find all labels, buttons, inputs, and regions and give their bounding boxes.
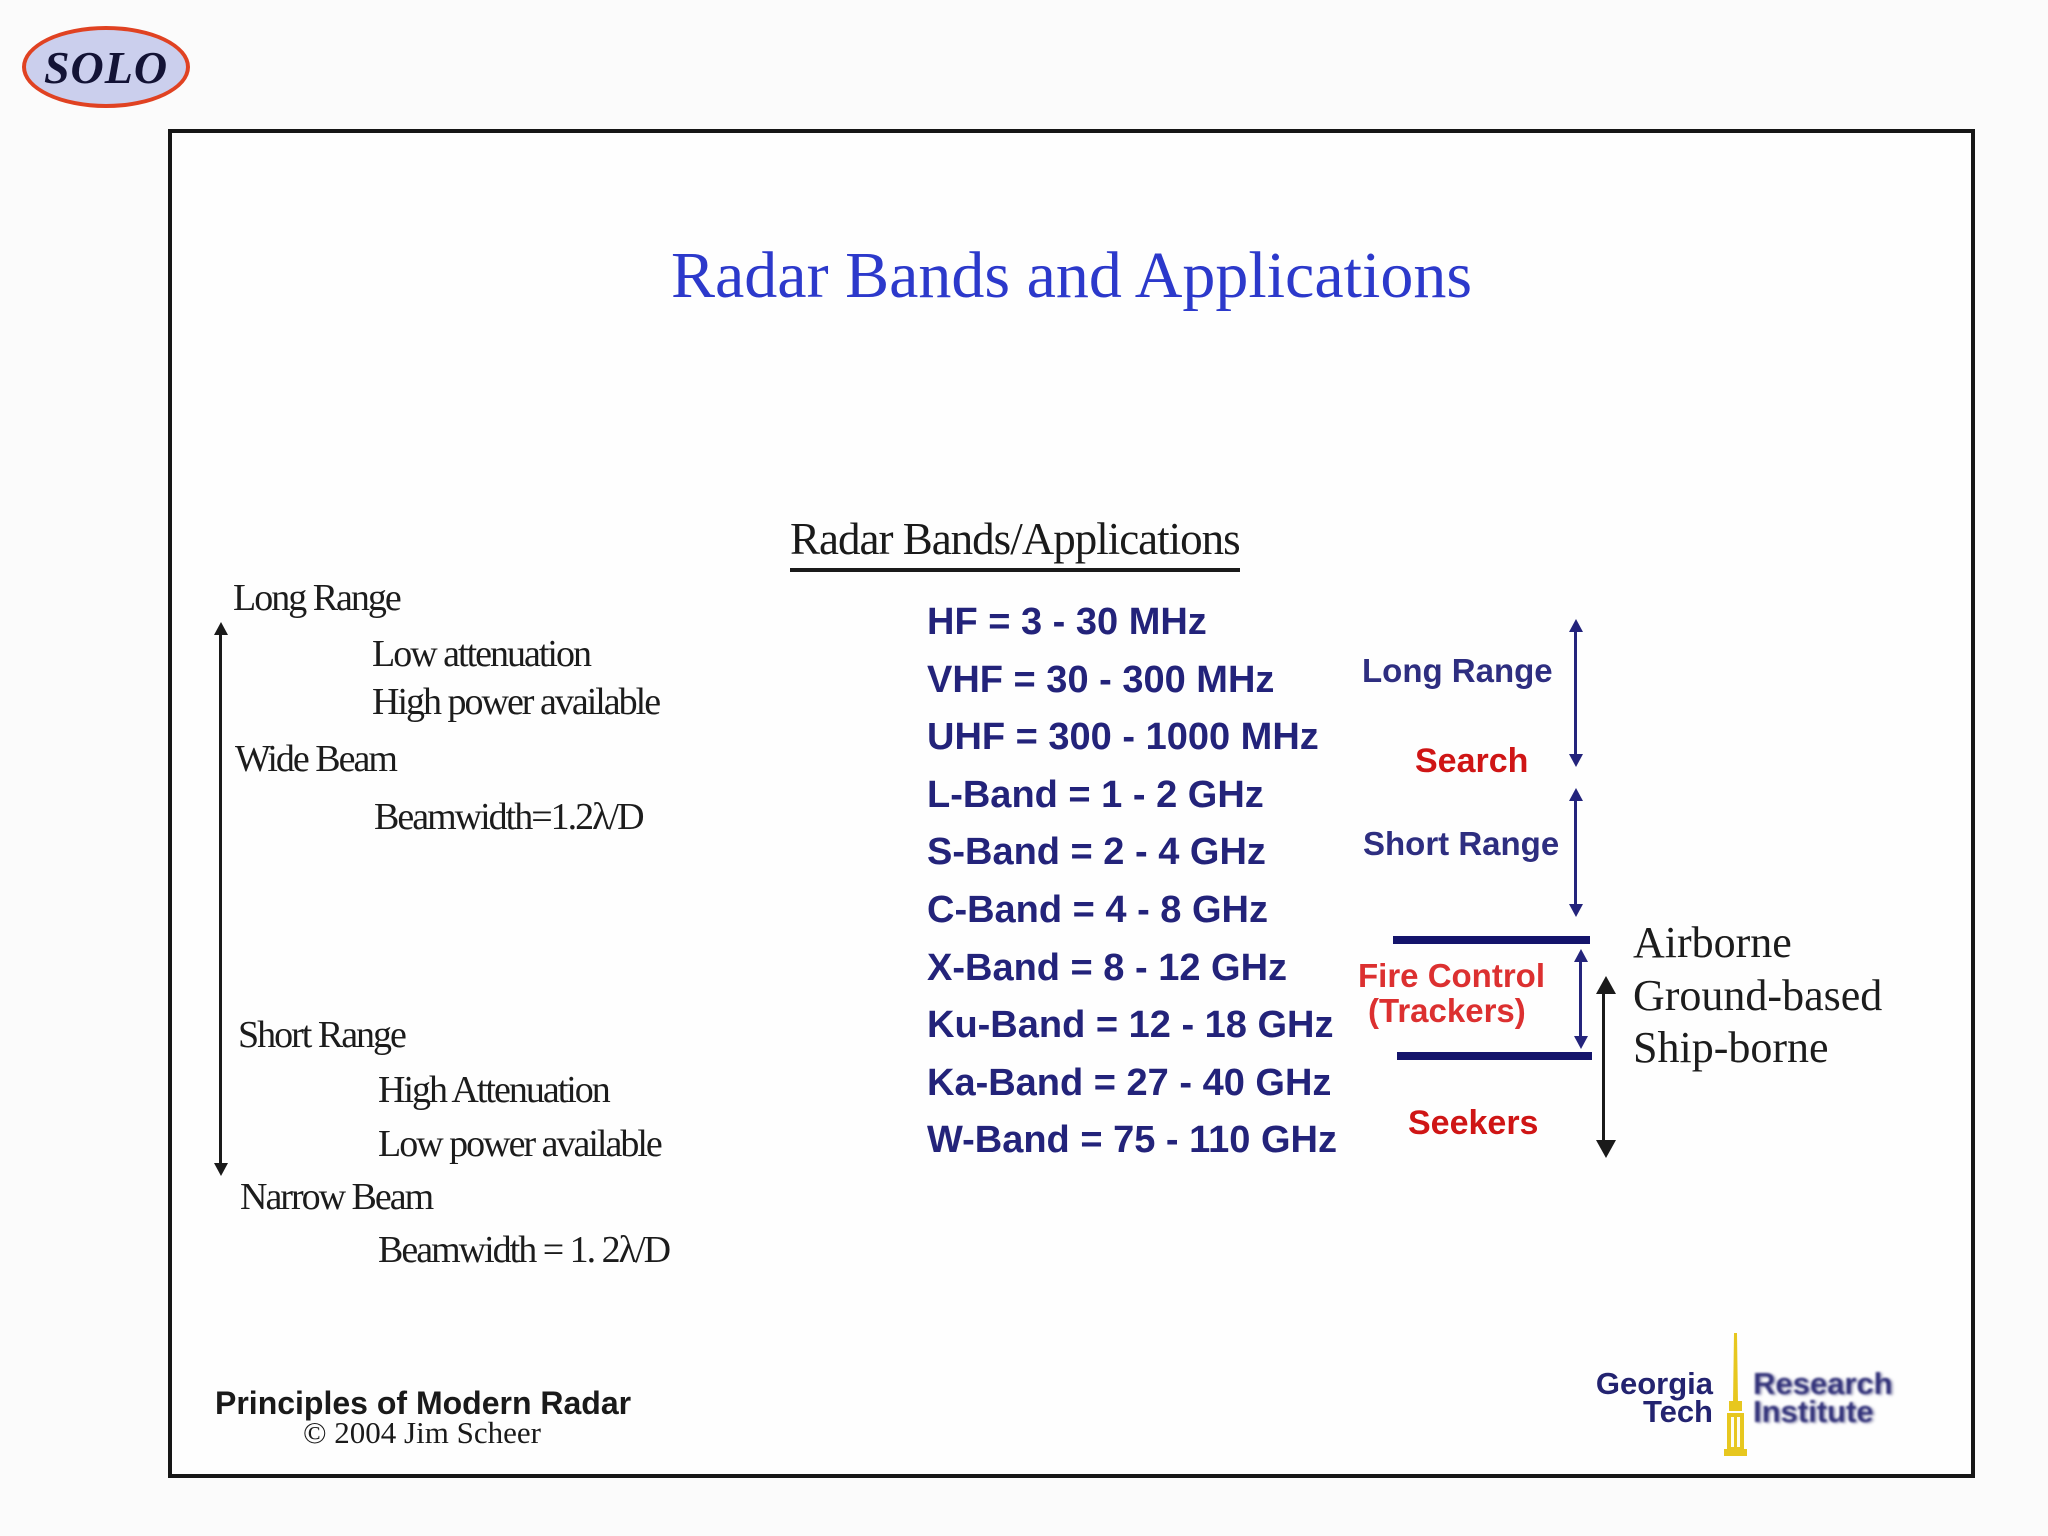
fire-control-bottom-bar [1397, 1052, 1592, 1060]
band-row: VHF = 30 - 300 MHz [927, 658, 1275, 701]
footer-source-title: Principles of Modern Radar [215, 1385, 632, 1421]
platform-list: Airborne Ground-based Ship-borne [1633, 917, 1882, 1075]
logo-institute: Institute [1753, 1394, 1874, 1429]
left-label-low-attenuation: Low attenuation [372, 633, 592, 675]
left-label-low-power: Low power available [378, 1123, 663, 1165]
band-row: L-Band = 1 - 2 GHz [927, 773, 1264, 816]
georgia-tech-research-institute-text: Research Institute [1753, 1366, 1893, 1429]
logo-tech: Tech [1642, 1394, 1713, 1429]
band-row: Ku-Band = 12 - 18 GHz [927, 1004, 1334, 1047]
annotation-short-range: Short Range [1363, 825, 1560, 862]
range-span-arrow-icon [213, 622, 228, 1176]
band-row: W-Band = 75 - 110 GHz [927, 1119, 1337, 1162]
annotation-trackers: (Trackers) [1368, 992, 1526, 1029]
left-label-narrow-beam: Narrow Beam [240, 1176, 434, 1218]
logo-research: Research [1753, 1366, 1893, 1401]
section-heading-text: Radar Bands/Applications [790, 513, 1241, 572]
band-row: Ka-Band = 27 - 40 GHz [927, 1061, 1332, 1104]
platform-item: Ship-borne [1633, 1023, 1829, 1072]
search-long-range-arrow-icon [1568, 619, 1583, 767]
left-label-wide-beam: Wide Beam [235, 738, 398, 780]
solo-badge: SOLO [22, 26, 190, 108]
left-label-beamwidth-narrow: Beamwidth = 1. 2λ/D [378, 1229, 671, 1271]
band-list: HF = 3 - 30 MHz VHF = 30 - 300 MHz UHF =… [927, 594, 1337, 1170]
slide-frame: Radar Bands and Applications Radar Bands… [168, 129, 1975, 1478]
slide-title: Radar Bands and Applications [670, 239, 1473, 312]
band-row: X-Band = 8 - 12 GHz [927, 946, 1288, 989]
left-label-high-attenuation: High Attenuation [378, 1069, 611, 1111]
annotation-long-range: Long Range [1362, 652, 1553, 689]
logo-georgia: Georgia [1595, 1366, 1713, 1401]
band-row: UHF = 300 - 1000 MHz [927, 716, 1319, 759]
left-label-short-range: Short Range [238, 1014, 407, 1056]
trackers-seekers-arrow-icon [1595, 976, 1616, 1158]
solo-badge-label: SOLO [43, 41, 169, 93]
fire-control-top-bar [1393, 936, 1590, 944]
gt-tower-icon [1718, 1333, 1752, 1456]
section-heading: Radar Bands/Applications [790, 513, 1241, 572]
left-label-high-power: High power available [372, 681, 661, 723]
georgia-tech-logo-text: Georgia Tech [1488, 1366, 1713, 1429]
band-row: C-Band = 4 - 8 GHz [927, 888, 1268, 931]
left-label-beamwidth-wide: Beamwidth=1.2λ/D [374, 796, 645, 838]
annotation-seekers: Seekers [1408, 1104, 1539, 1142]
footer-copyright: © 2004 Jim Scheer [303, 1415, 541, 1450]
platform-item: Ground-based [1633, 970, 1883, 1020]
band-row: HF = 3 - 30 MHz [927, 601, 1207, 643]
fire-control-arrow-icon [1573, 949, 1588, 1049]
platform-item: Airborne [1633, 918, 1792, 967]
annotation-search: Search [1415, 742, 1529, 780]
search-short-range-arrow-icon [1568, 788, 1583, 917]
left-label-long-range: Long Range [233, 577, 402, 619]
band-row: S-Band = 2 - 4 GHz [927, 831, 1266, 874]
annotation-fire-control: Fire Control [1358, 957, 1545, 994]
